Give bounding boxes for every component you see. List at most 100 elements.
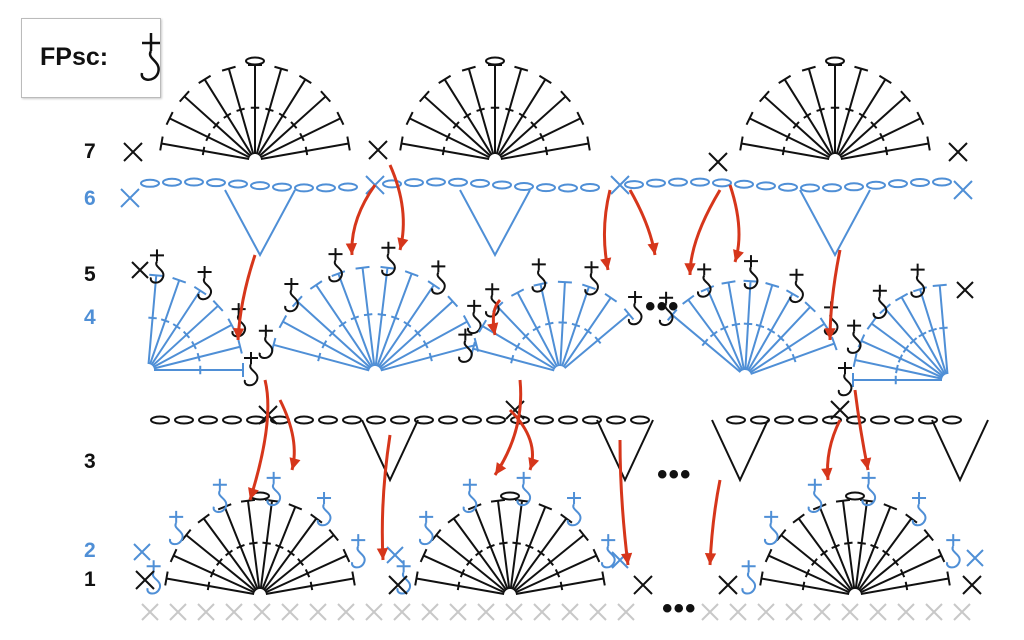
sc-stitch-icon <box>948 142 968 162</box>
dc-stitch-icon <box>515 571 606 595</box>
dc-stitch-icon <box>776 529 851 592</box>
chain-stitch-icon <box>558 183 578 193</box>
dc-stitch-icon <box>512 513 573 591</box>
chain-stitch-icon <box>624 180 644 190</box>
dc-stitch-icon <box>151 299 224 367</box>
arrowhead-icon <box>289 457 301 470</box>
dc-stitch-icon <box>414 571 505 595</box>
arrowhead-icon <box>232 328 245 340</box>
foundation-stitch-icon <box>757 603 775 621</box>
foundation-stitch-icon <box>253 603 271 621</box>
dc-stitch-icon <box>511 503 553 590</box>
fpsc-stitch-icon <box>396 560 412 595</box>
fpsc-stitch-icon <box>531 258 547 293</box>
foundation-stitch-icon <box>869 603 887 621</box>
dc-stitch-icon <box>149 277 187 365</box>
fpsc-stitch-icon <box>627 291 643 326</box>
dc-stitch-icon <box>857 513 918 591</box>
chain-stitch-icon <box>798 415 818 425</box>
dc-stitch-icon <box>240 498 261 590</box>
chain-stitch-icon <box>690 177 710 187</box>
chain-stitch-icon <box>492 180 512 190</box>
dc-stitch-icon <box>856 503 898 590</box>
foundation-stitch-icon <box>953 603 971 621</box>
fpsc-stitch-icon <box>763 510 779 546</box>
arrowhead-icon <box>860 457 872 470</box>
sc-stitch-icon <box>388 575 408 595</box>
dc-stitch-icon <box>181 529 256 592</box>
foundation-stitch-icon <box>225 603 243 621</box>
dc-stitch-icon <box>745 282 780 371</box>
chain-stitch-icon <box>514 182 534 192</box>
fpsc-stitch-icon <box>807 478 823 513</box>
chain-stitch-icon <box>245 56 265 66</box>
dc-stitch-icon <box>331 270 374 367</box>
dc-stitch-icon <box>374 265 395 367</box>
arrowhead-icon <box>620 552 633 565</box>
row-label-5: 5 <box>84 263 96 286</box>
fpsc-stitch-icon <box>351 534 366 569</box>
fpsc-stitch-icon <box>697 263 712 298</box>
chain-stitch-icon <box>558 415 578 425</box>
foundation-stitch-icon <box>561 603 579 621</box>
chain-stitch-icon <box>250 181 270 191</box>
dc-stitch-icon <box>376 270 419 367</box>
chain-stitch-icon <box>486 415 506 425</box>
foundation-stitch-icon <box>477 603 495 621</box>
arrowhead-icon <box>487 322 499 335</box>
chain-stitch-icon <box>228 179 248 189</box>
fpsc-stitch-icon <box>266 471 282 507</box>
dc-stitch-icon <box>857 334 943 379</box>
foundation-stitch-icon <box>169 603 187 621</box>
legend-box: FPsc: <box>21 18 161 98</box>
chain-stitch-icon <box>668 177 688 187</box>
foundation-stitch-icon <box>813 603 831 621</box>
dc-stitch-icon <box>264 529 339 592</box>
chain-stitch-icon <box>206 178 226 188</box>
chain-stitch-icon <box>294 415 314 425</box>
foundation-stitch-icon <box>617 603 635 621</box>
dc-stitch-icon <box>154 363 244 377</box>
dc-stitch-icon <box>147 273 164 365</box>
chain-stitch-icon <box>846 415 866 425</box>
foundation-stitch-icon <box>365 603 383 621</box>
dc-stitch-icon <box>495 65 529 155</box>
chain-stitch-icon <box>894 415 914 425</box>
chain-stitch-icon <box>438 415 458 425</box>
chain-stitch-icon <box>774 415 794 425</box>
dc-stitch-icon <box>759 571 850 595</box>
dc-stitch-icon <box>533 281 560 367</box>
chain-stitch-icon <box>726 415 746 425</box>
red-arrow <box>388 164 405 251</box>
dc-stitch-icon <box>812 503 854 590</box>
arrowhead-icon <box>824 328 836 340</box>
dc-stitch-icon <box>515 548 601 594</box>
dc-stitch-icon <box>153 339 243 370</box>
dc-stitch-icon <box>866 317 944 378</box>
fpsc-stitch-icon <box>328 248 343 283</box>
fpsc-stitch-icon <box>243 352 259 387</box>
dc-stitch-icon <box>461 65 495 155</box>
sc-stitch-icon <box>966 549 984 567</box>
row-label-6: 6 <box>84 187 96 210</box>
fpsc-stitch-icon <box>284 277 299 313</box>
fpsc-stitch-icon <box>168 510 184 546</box>
sc-stitch-icon <box>135 570 155 590</box>
fpsc-stitch-icon <box>197 265 213 301</box>
dc-stitch-icon <box>159 136 250 160</box>
foundation-stitch-icon <box>533 603 551 621</box>
dc-stitch-icon <box>837 74 892 156</box>
dc-stitch-icon <box>838 90 912 157</box>
arrowhead-icon <box>345 242 357 255</box>
fpsc-stitch-icon <box>258 324 274 360</box>
fpsc-stitch-icon <box>149 249 165 284</box>
dc-stitch-icon <box>700 285 744 371</box>
chain-stitch-icon <box>150 415 170 425</box>
dc-stitch-icon <box>739 136 830 160</box>
chain-stitch-icon <box>932 177 952 187</box>
chain-stitch-icon <box>534 415 554 425</box>
dc-stitch-icon <box>405 111 491 159</box>
chain-stitch-icon <box>822 415 842 425</box>
chain-stitch-icon <box>582 415 602 425</box>
